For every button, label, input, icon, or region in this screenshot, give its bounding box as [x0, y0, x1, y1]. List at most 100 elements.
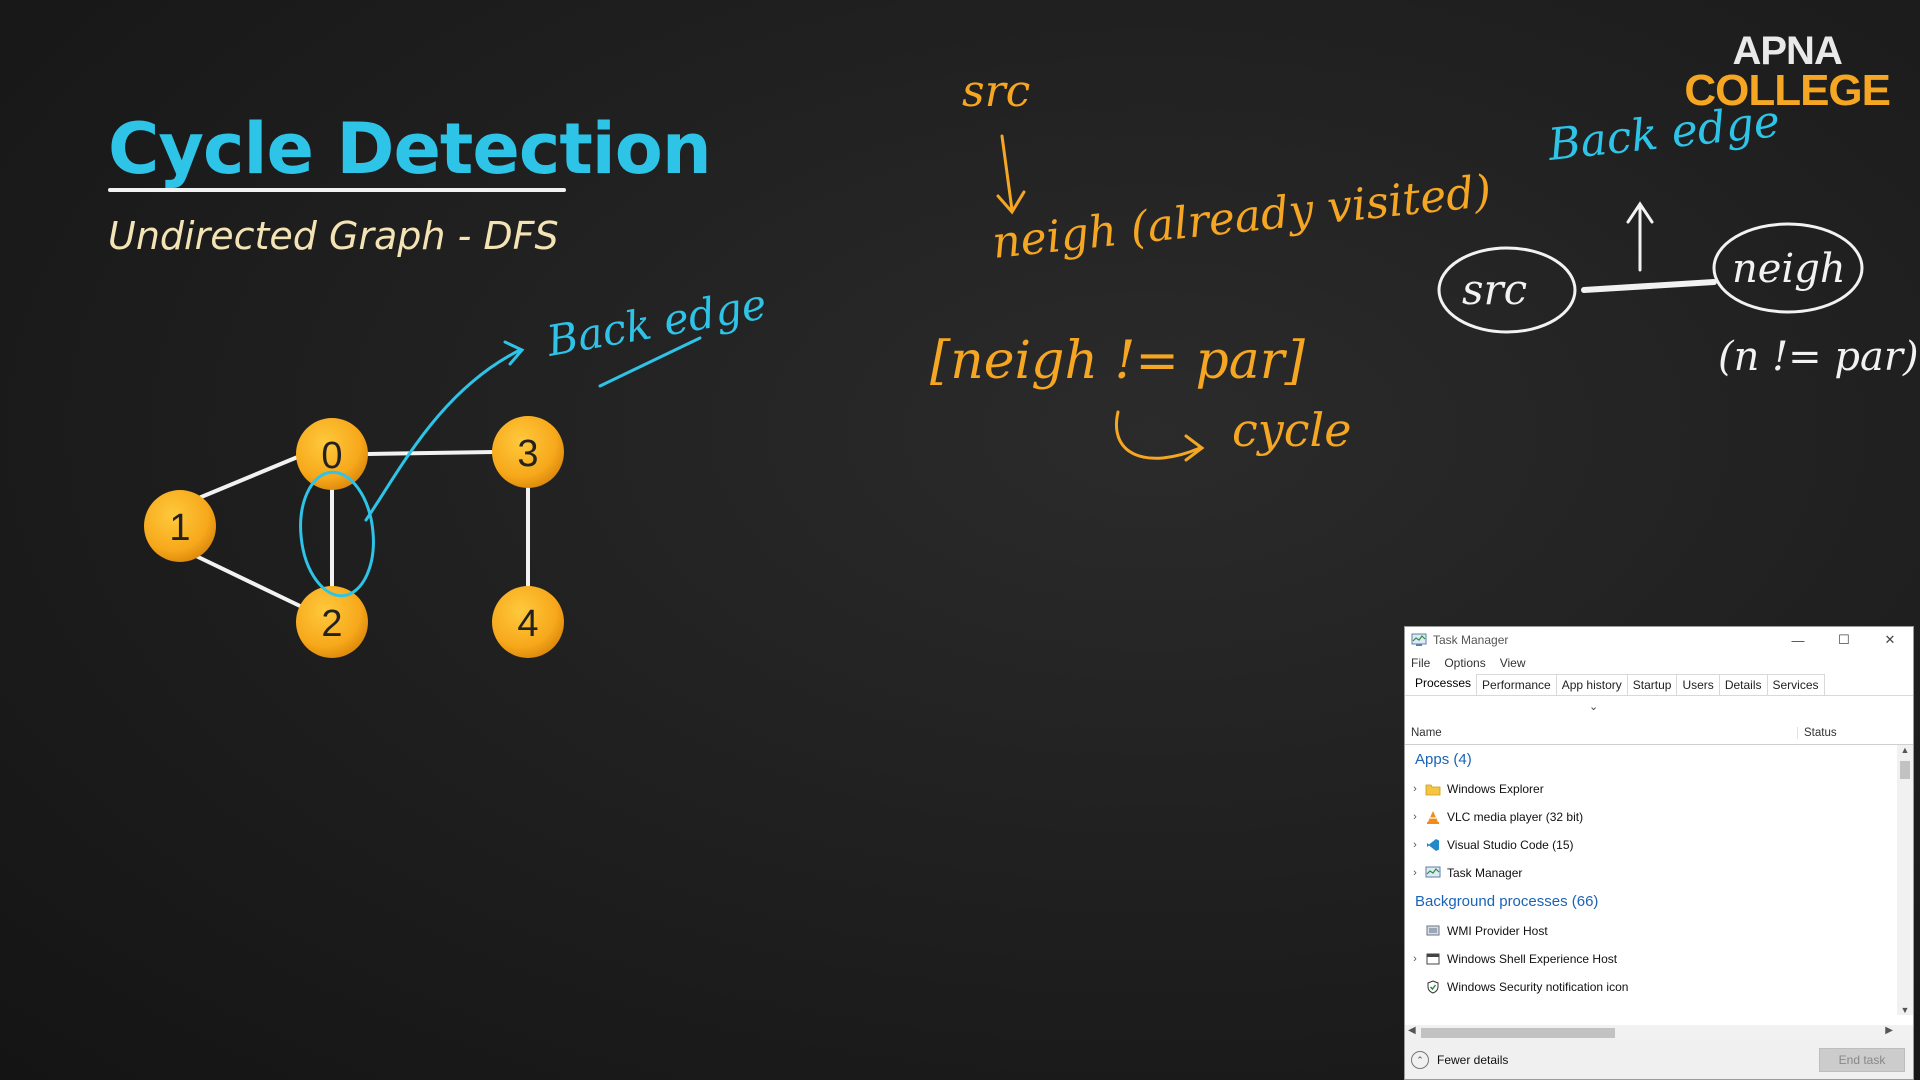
menu-options[interactable]: Options	[1444, 656, 1486, 670]
process-row-wmi[interactable]: WMI Provider Host	[1405, 917, 1913, 945]
expand-chevron-icon[interactable]: ›	[1413, 783, 1417, 795]
wmi-icon	[1425, 923, 1441, 939]
graph-edges	[192, 450, 530, 608]
column-header: Name Status	[1405, 722, 1913, 745]
tab-users[interactable]: Users	[1676, 674, 1720, 695]
tab-performance[interactable]: Performance	[1476, 674, 1557, 695]
apps-group-header: Apps (4)	[1415, 751, 1472, 768]
minimize-button[interactable]: —	[1791, 632, 1805, 648]
neigh-visited-text: neigh (already visited)	[990, 166, 1494, 269]
src-node-ellipse	[1437, 246, 1577, 334]
logo-line1: APNA	[1732, 29, 1842, 73]
node-4: 4	[492, 586, 564, 658]
process-name: Windows Explorer	[1447, 782, 1544, 796]
neigh-node-ellipse	[1712, 222, 1864, 314]
src-node-text: src	[1462, 265, 1527, 314]
column-status-header[interactable]: Status	[1804, 727, 1837, 739]
title-underline	[108, 188, 566, 192]
scroll-down-icon[interactable]: ▼	[1900, 1005, 1910, 1015]
process-name: Visual Studio Code (15)	[1447, 838, 1574, 852]
folder-icon	[1425, 781, 1441, 797]
title-bar[interactable]: Task Manager — ☐ ✕	[1405, 627, 1913, 653]
window-icon	[1425, 951, 1441, 967]
slide-title: Cycle Detection	[108, 108, 712, 190]
cycle-arrow	[1115, 410, 1205, 462]
expand-chevron-icon[interactable]: ›	[1413, 839, 1417, 851]
background-group-header: Background processes (66)	[1415, 893, 1599, 910]
menu-file[interactable]: File	[1411, 656, 1431, 670]
expand-chevron-icon[interactable]: ›	[1413, 811, 1417, 823]
node-2: 2	[296, 586, 368, 658]
tab-bar: Processes Performance App history Startu…	[1405, 672, 1913, 696]
process-name: Windows Security notification icon	[1447, 980, 1629, 994]
sort-chevron-icon[interactable]: ⌄	[1589, 701, 1599, 713]
node-1-label: 1	[169, 507, 190, 549]
tab-startup[interactable]: Startup	[1626, 674, 1678, 695]
back-edge-up-arrow	[1626, 201, 1654, 272]
process-name: Task Manager	[1447, 866, 1523, 880]
end-task-button[interactable]: End task	[1819, 1048, 1905, 1072]
expand-chevron-icon[interactable]: ›	[1413, 867, 1417, 879]
process-row-vlc[interactable]: › VLC media player (32 bit)	[1405, 803, 1913, 831]
src-neigh-edge	[1581, 279, 1717, 293]
node-2-label: 2	[321, 603, 342, 645]
node-0: 0	[296, 418, 368, 490]
process-row-vscode[interactable]: › Visual Studio Code (15)	[1405, 831, 1913, 859]
edge-1-2	[192, 553, 302, 608]
chevron-up-icon: ⌃	[1411, 1051, 1429, 1069]
scroll-thumb[interactable]	[1900, 761, 1910, 779]
sort-row: ⌄	[1405, 696, 1913, 722]
process-name: WMI Provider Host	[1447, 924, 1548, 938]
scroll-left-icon[interactable]: ◀	[1408, 1025, 1416, 1036]
tab-services[interactable]: Services	[1766, 674, 1825, 695]
process-name: VLC media player (32 bit)	[1447, 810, 1584, 824]
process-row-shell-experience[interactable]: › Windows Shell Experience Host	[1405, 945, 1913, 973]
process-name: Windows Shell Experience Host	[1447, 952, 1618, 966]
expand-chevron-icon[interactable]: ›	[1413, 953, 1417, 965]
horizontal-scrollbar[interactable]: ◀ ▶	[1405, 1025, 1913, 1041]
node-1: 1	[144, 490, 216, 562]
tab-details[interactable]: Details	[1718, 674, 1768, 695]
tab-processes[interactable]: Processes	[1409, 672, 1478, 695]
footer-bar: ⌃ Fewer details End task	[1405, 1041, 1913, 1079]
process-row-windows-explorer[interactable]: › Windows Explorer	[1405, 775, 1913, 803]
src-text: src	[962, 66, 1030, 117]
scroll-right-icon[interactable]: ▶	[1885, 1025, 1893, 1036]
logo-line2: COLLEGE	[1684, 66, 1891, 115]
graph-back-edge-label: Back edge	[542, 279, 770, 366]
n-cond-text: (n != par)	[1718, 334, 1919, 380]
task-manager-icon	[1411, 633, 1427, 646]
edge-0-3	[366, 450, 496, 456]
apna-college-logo: APNA COLLEGE	[1684, 29, 1891, 115]
menu-view[interactable]: View	[1499, 656, 1526, 670]
back-edge-arrowhead	[503, 340, 525, 366]
back-edge-underline	[598, 336, 702, 388]
fewer-details-label: Fewer details	[1437, 1053, 1509, 1067]
horizontal-scroll-thumb[interactable]	[1421, 1028, 1615, 1038]
process-row-security-notification[interactable]: Windows Security notification icon	[1405, 973, 1913, 1001]
maximize-button[interactable]: ☐	[1838, 632, 1850, 647]
edge-0-1	[192, 454, 302, 502]
tab-app-history[interactable]: App history	[1555, 674, 1628, 695]
scroll-up-icon[interactable]: ▲	[1900, 745, 1910, 755]
column-name-header[interactable]: Name	[1405, 727, 1798, 739]
process-row-task-manager[interactable]: › Task Manager	[1405, 859, 1913, 887]
menu-bar: File Options View	[1405, 653, 1913, 673]
fewer-details-button[interactable]: ⌃ Fewer details	[1405, 1051, 1819, 1069]
shield-icon	[1425, 979, 1441, 995]
vlc-cone-icon	[1425, 809, 1441, 825]
task-manager-icon	[1425, 865, 1441, 881]
condition-text: [neigh != par]	[930, 331, 1306, 391]
node-3: 3	[492, 416, 564, 488]
back-edge-ellipse	[299, 470, 375, 598]
vertical-scrollbar[interactable]: ▲ ▼	[1897, 745, 1913, 1015]
node-3-label: 3	[517, 433, 538, 475]
window-title: Task Manager	[1433, 633, 1509, 647]
src-down-arrow	[996, 134, 1026, 215]
process-list: Apps (4) › Windows Explorer › VLC media …	[1405, 745, 1913, 1021]
close-button[interactable]: ✕	[1884, 632, 1896, 647]
task-manager-window: Task Manager — ☐ ✕ File Options View Pro…	[1404, 626, 1914, 1080]
slide-subtitle: Undirected Graph - DFS	[108, 214, 559, 258]
vscode-icon	[1425, 837, 1441, 853]
